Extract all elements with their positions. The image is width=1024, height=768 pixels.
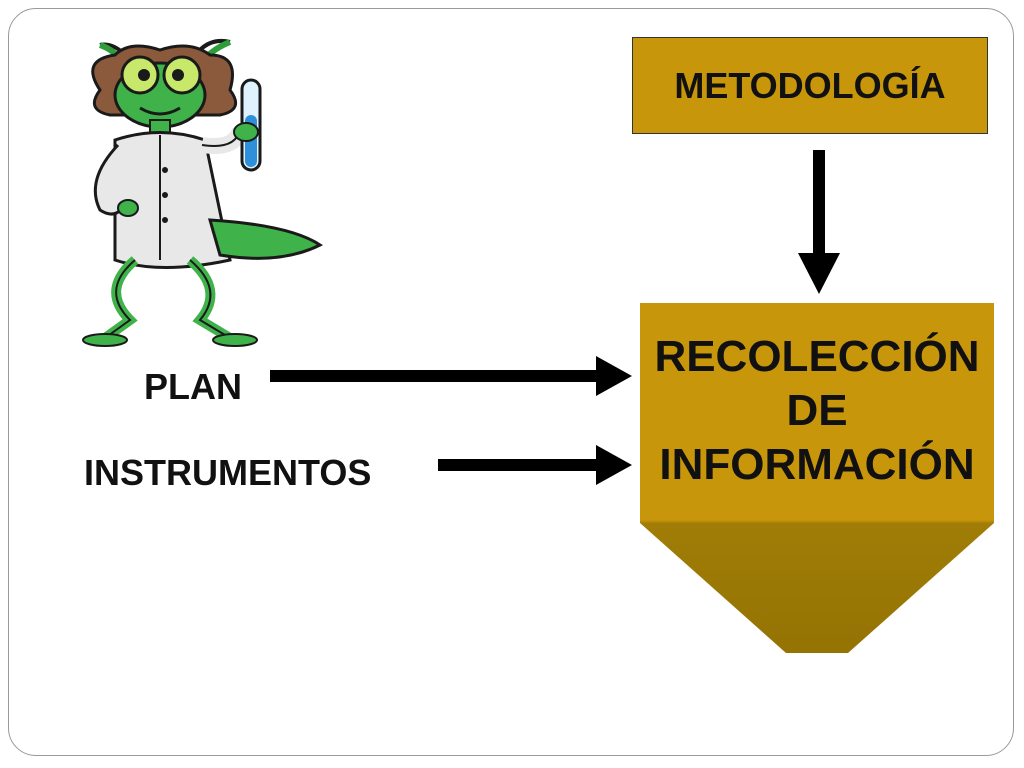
recoleccion-label: RECOLECCIÓN DE INFORMACIÓN — [640, 330, 994, 492]
recoleccion-line-3: INFORMACIÓN — [659, 440, 975, 489]
recoleccion-shape — [640, 303, 994, 653]
plan-label: PLAN — [144, 366, 242, 407]
metodologia-box: METODOLOGÍA — [632, 37, 988, 134]
scientist-grasshopper-icon — [82, 39, 323, 347]
recoleccion-line-2: DE — [786, 386, 848, 435]
recoleccion-line-1: RECOLECCIÓN — [654, 332, 980, 381]
metodologia-label: METODOLOGÍA — [674, 64, 946, 106]
instrumentos-label: INSTRUMENTOS — [84, 452, 372, 493]
